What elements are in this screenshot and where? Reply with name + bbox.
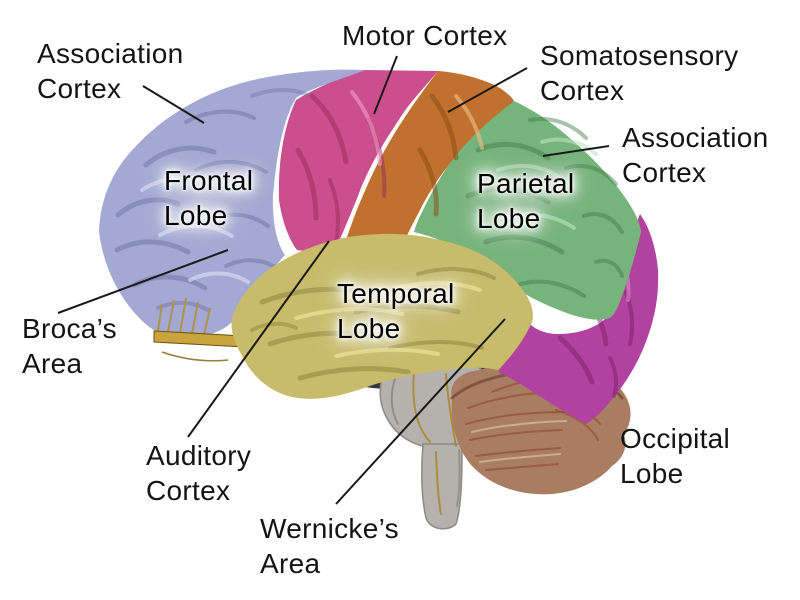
- label-line: Wernicke’s: [260, 513, 399, 544]
- wernickes-area-line: [335, 318, 506, 505]
- label-line: Lobe: [337, 313, 401, 344]
- brainstem-spinal-cord: [421, 443, 463, 530]
- parietal-texture: [465, 117, 624, 298]
- association-cortex-left-line: [142, 85, 205, 124]
- label-line: Temporal: [337, 278, 455, 309]
- parietal-lobe-region: [414, 101, 641, 320]
- temporal-texture: [250, 267, 496, 381]
- label-line: Cortex: [37, 73, 122, 104]
- label-line: Motor Cortex: [342, 20, 508, 51]
- label-line: Lobe: [620, 458, 684, 489]
- label-association-cortex-left: Association Cortex: [37, 36, 184, 106]
- label-line: Cortex: [146, 475, 231, 506]
- motor-cortex-line: [373, 55, 398, 115]
- label-somatosensory-cortex: Somatosensory Cortex: [540, 38, 738, 108]
- label-line: Auditory: [146, 440, 252, 471]
- olfactory-tract: [153, 297, 245, 362]
- label-motor-cortex: Motor Cortex: [342, 18, 507, 53]
- association-cortex-right-line: [542, 145, 610, 157]
- label-line: Association: [37, 38, 184, 69]
- somatosensory-cortex-region: [345, 71, 514, 244]
- label-occipital-lobe: Occipital Lobe: [620, 421, 730, 491]
- label-line: Association: [622, 122, 769, 153]
- label-line: Cortex: [540, 75, 625, 106]
- frontal-lobe-region: [99, 69, 365, 339]
- label-line: Cortex: [622, 157, 707, 188]
- label-line: Area: [22, 348, 83, 379]
- label-parietal-lobe: Parietal Lobe: [477, 166, 574, 236]
- label-line: Lobe: [477, 203, 541, 234]
- occipital-lobe-region: [498, 214, 659, 424]
- label-line: Occipital: [620, 423, 731, 454]
- somatosensory-texture: [417, 93, 484, 217]
- brocas-area-line: [57, 249, 229, 314]
- auditory-cortex-line: [187, 240, 330, 438]
- label-frontal-lobe: Frontal Lobe: [164, 163, 253, 233]
- label-line: Parietal: [477, 168, 575, 199]
- label-line: Area: [260, 548, 321, 579]
- brainstem-nerve-texture: [390, 371, 461, 515]
- label-association-cortex-right: Association Cortex: [622, 120, 769, 190]
- label-wernickes-area: Wernicke’s Area: [260, 511, 399, 581]
- somatosensory-cortex-line: [447, 67, 528, 113]
- label-line: Frontal: [164, 165, 254, 196]
- label-line: Lobe: [164, 200, 228, 231]
- label-line: Somatosensory: [540, 40, 739, 71]
- temporal-lobe-region: [231, 233, 533, 399]
- label-auditory-cortex: Auditory Cortex: [146, 438, 251, 508]
- label-brocas-area: Broca’s Area: [22, 311, 117, 381]
- motor-cortex-region: [278, 70, 438, 251]
- label-temporal-lobe: Temporal Lobe: [337, 276, 455, 346]
- leader-lines: [57, 55, 610, 505]
- label-line: Broca’s: [22, 313, 117, 344]
- motor-texture: [295, 90, 387, 244]
